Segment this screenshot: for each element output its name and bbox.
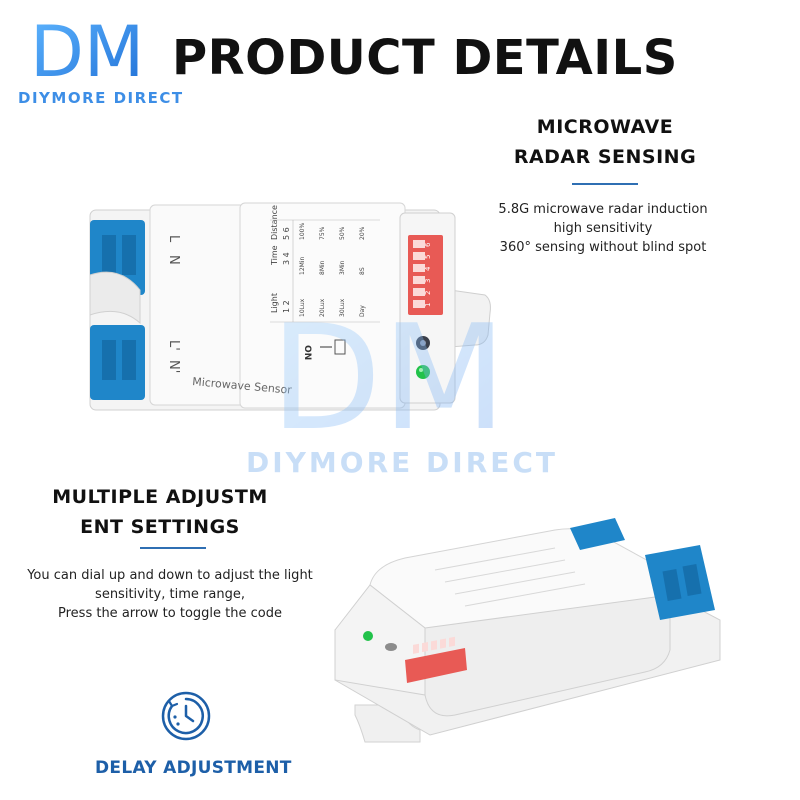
light-value: Day [359, 305, 366, 317]
port-label: N' [166, 360, 181, 373]
table-code: 1 2 [282, 300, 291, 313]
dip-number: 5 [424, 255, 432, 259]
distance-value: 75% [319, 226, 326, 240]
device-top-view: L N L' N' Light Time Distance 1 2 3 4 5 … [89, 202, 491, 411]
radar-desc-line: 360° sensing without blind spot [499, 240, 707, 255]
mounting-tab [449, 289, 491, 348]
settings-desc-line: You can dial up and down to adjust the l… [27, 568, 313, 583]
light-value: 20Lux [319, 298, 326, 317]
light-value: 10Lux [299, 298, 306, 317]
dip-numbers: 6 5 4 3 2 1 [424, 242, 432, 307]
radar-section-title: MICROWAVE RADAR SENSING [490, 112, 720, 172]
dip-number: 6 [424, 242, 432, 247]
dip-switch-keys [413, 240, 425, 308]
settings-desc-line: Press the arrow to toggle the code [58, 606, 282, 621]
port-label: N [166, 255, 181, 265]
dip-number: 3 [424, 279, 432, 283]
distance-value: 50% [339, 226, 346, 240]
port-label: L' [166, 340, 181, 351]
page-title: PRODUCT DETAILS [172, 30, 678, 86]
radar-desc-line: 5.8G microwave radar induction [498, 202, 708, 217]
brand-logo: DM [30, 18, 144, 82]
on-label: ON [302, 345, 312, 360]
terminal-slot [682, 564, 702, 596]
table-code: 3 4 [282, 252, 291, 265]
dip-number: 1 [424, 303, 432, 307]
distance-value: 100% [299, 223, 306, 240]
time-value: 8S [359, 267, 366, 275]
watermark-logo: DM [270, 310, 507, 440]
brand-logo-letters: DM [30, 18, 144, 82]
settings-title-line1: MULTIPLE ADJUSTM [52, 486, 268, 508]
knob-center [420, 340, 426, 346]
port-label: L [166, 235, 181, 243]
settings-table: Light Time Distance 1 2 3 4 5 6 100% 75%… [270, 205, 380, 323]
radar-divider [572, 183, 638, 185]
watermark-letters: DM [270, 310, 507, 440]
device-angle-view [334, 518, 721, 743]
status-led-3d [363, 631, 373, 641]
status-led [416, 365, 430, 379]
terminal-slot [662, 569, 682, 601]
settings-description: You can dial up and down to adjust the l… [20, 566, 320, 623]
label-lines-3d [434, 547, 586, 607]
radar-description: 5.8G microwave radar induction high sens… [478, 200, 728, 257]
terminal-slot [102, 235, 116, 275]
dip-number: 2 [424, 291, 432, 295]
watermark-text: DIYMORE DIRECT [246, 446, 559, 479]
settings-desc-line: sensitivity, time range, [95, 587, 245, 602]
housing-front [424, 594, 671, 717]
settings-section-title: MULTIPLE ADJUSTM ENT SETTINGS [30, 482, 290, 542]
table-code: 5 6 [282, 227, 291, 240]
distance-value: 20% [359, 226, 366, 240]
terminal-slot [122, 235, 136, 275]
terminal-3d-right [645, 545, 715, 620]
table-header: Light [270, 293, 279, 313]
radar-desc-line: high sensitivity [553, 221, 653, 236]
light-value: 30Lux [339, 298, 346, 317]
cable-hook [89, 271, 141, 325]
time-value: 3Min [339, 260, 346, 275]
terminal-3d-top [570, 518, 625, 550]
time-value: 12Min [299, 257, 306, 275]
time-value: 8Min [319, 260, 326, 275]
dip-switch-3d[interactable] [405, 648, 467, 683]
radar-title-line2: RADAR SENSING [513, 146, 697, 168]
knob-3d[interactable] [385, 643, 397, 651]
dip-keys-3d [413, 636, 455, 654]
led-highlight [419, 368, 423, 372]
delay-label: DELAY ADJUSTMENT [95, 758, 292, 778]
terminal-block-bottom [90, 325, 145, 400]
dip-number: 4 [424, 266, 432, 271]
radar-title-line1: MICROWAVE [536, 116, 674, 138]
table-header: Distance [270, 205, 279, 240]
settings-title-line2: ENT SETTINGS [80, 516, 240, 538]
settings-divider [140, 547, 206, 549]
brand-name: DIYMORE DIRECT [18, 89, 184, 107]
table-header: Time [270, 245, 279, 266]
on-indicator-box [334, 339, 346, 355]
clock-icon [161, 691, 211, 741]
terminal-slot [122, 340, 136, 380]
terminal-slot [102, 340, 116, 380]
